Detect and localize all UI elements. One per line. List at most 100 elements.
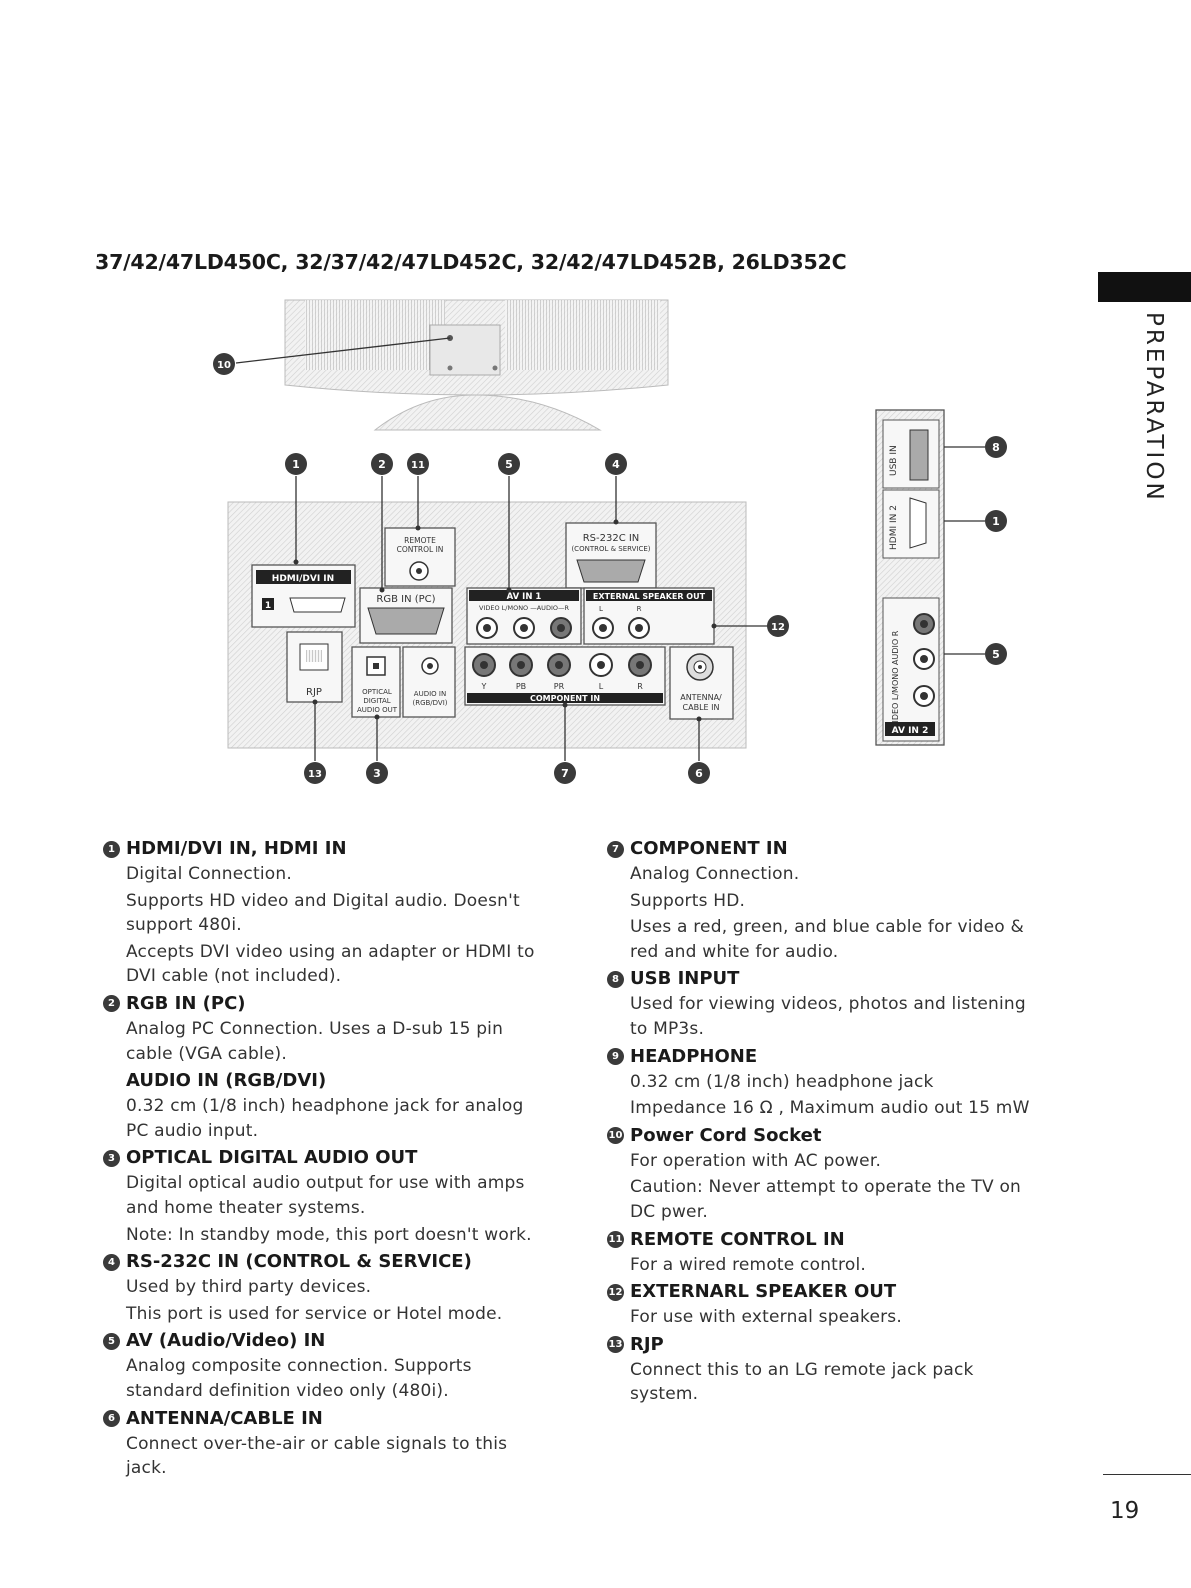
callout-7: 7 (554, 762, 576, 784)
legend-item-av-in: 5 AV (Audio/Video) IN Analog composite co… (103, 1328, 543, 1403)
svg-text:CABLE IN: CABLE IN (683, 703, 720, 712)
callout-10: 10 (213, 353, 235, 375)
antenna-cable-in-port: ANTENNA/ CABLE IN (669, 646, 734, 720)
item-number-badge: 2 (103, 995, 120, 1013)
section-tab-bar (1098, 272, 1191, 302)
audio-in-rgb-dvi-port: AUDIO IN (RGB/DVI) (402, 646, 456, 718)
connection-diagram: 10 HDMI/DVI IN 1 REMOTE CONTROL IN RS-23… (213, 299, 1007, 784)
item-text: For use with external speakers. (630, 1307, 902, 1328)
item-number-badge: 5 (103, 1332, 120, 1350)
svg-text:EXTERNAL SPEAKER OUT: EXTERNAL SPEAKER OUT (593, 592, 706, 601)
svg-text:4: 4 (612, 458, 620, 471)
item-number-badge: 13 (607, 1336, 624, 1354)
svg-text:R: R (637, 605, 642, 613)
callout-3: 3 (366, 762, 388, 784)
svg-text:HDMI/DVI IN: HDMI/DVI IN (272, 574, 334, 584)
svg-text:RS-232C IN: RS-232C IN (583, 533, 640, 544)
svg-text:OPTICAL: OPTICAL (362, 688, 392, 696)
svg-text:L: L (599, 682, 604, 691)
item-text: 0.32 cm (1/8 inch) headphone jack for an… (126, 1096, 524, 1141)
item-title: Power Cord Socket (630, 1124, 822, 1146)
svg-text:2: 2 (378, 458, 386, 471)
svg-text:HDMI IN 2: HDMI IN 2 (889, 505, 899, 550)
item-title: RJP (630, 1333, 664, 1355)
svg-text:3: 3 (373, 767, 381, 780)
item-number-badge: 1 (103, 840, 120, 858)
svg-text:RGB IN (PC): RGB IN (PC) (376, 594, 435, 605)
external-speaker-out-ports: EXTERNAL SPEAKER OUT L R (583, 587, 715, 645)
model-title: 37/42/47LD450C, 32/37/42/47LD452C, 32/42… (95, 250, 847, 274)
remote-control-in-port: REMOTE CONTROL IN (384, 527, 456, 587)
item-number-badge: 8 (607, 970, 624, 988)
item-text: Note: In standby mode, this port doesn't… (126, 1224, 532, 1245)
tv-back-view (235, 299, 669, 431)
component-in-ports: Y PB PR L R COMPONENT IN (464, 646, 666, 706)
section-label: PREPARATION (1141, 312, 1167, 503)
svg-text:COMPONENT IN: COMPONENT IN (530, 694, 600, 703)
svg-text:6: 6 (695, 767, 703, 780)
svg-text:PR: PR (554, 682, 565, 691)
item-text: Analog Connection. (630, 864, 800, 884)
svg-text:13: 13 (308, 769, 322, 780)
item-text: This port is used for service or Hotel m… (126, 1303, 503, 1324)
svg-text:8: 8 (992, 441, 1000, 454)
item-number-badge: 7 (607, 840, 624, 858)
callout-12: 12 (767, 615, 789, 637)
legend-left-column: 1 HDMI/DVI IN, HDMI IN Digital Connection… (103, 836, 543, 1483)
svg-text:(RGB/DVI): (RGB/DVI) (412, 699, 447, 707)
item-text: Analog PC Connection. Uses a D-sub 15 pi… (126, 1018, 504, 1064)
item-title: COMPONENT IN (630, 838, 788, 859)
svg-text:AUDIO OUT: AUDIO OUT (357, 706, 398, 714)
item-text: Uses a red, green, and blue cable for vi… (630, 917, 1024, 962)
svg-text:PB: PB (516, 682, 526, 691)
item-text: 0.32 cm (1/8 inch) headphone jack (630, 1071, 934, 1092)
svg-text:ANTENNA/: ANTENNA/ (680, 693, 722, 702)
item-text: Caution: Never attempt to operate the TV… (630, 1177, 1022, 1222)
item-text: For a wired remote control. (630, 1254, 866, 1275)
item-title: ANTENNA/CABLE IN (126, 1407, 323, 1429)
item-title: HDMI/DVI IN, HDMI IN (126, 838, 347, 859)
callout-5-side: 5 (985, 643, 1007, 665)
item-text: Analog composite connection. Supports st… (126, 1356, 472, 1401)
callout-2: 2 (371, 453, 393, 475)
svg-text:(CONTROL & SERVICE): (CONTROL & SERVICE) (571, 545, 650, 553)
rear-panel-illustration: 10 HDMI/DVI IN 1 REMOTE CONTROL IN RS-23… (213, 299, 1007, 784)
svg-text:1: 1 (265, 601, 271, 611)
item-text: Impedance 16 Ω , Maximum audio out 15 mW (630, 1098, 1030, 1119)
item-subtitle: AUDIO IN (RGB/DVI) (126, 1070, 327, 1092)
svg-text:REMOTE: REMOTE (404, 536, 436, 545)
svg-text:R: R (637, 682, 643, 691)
item-text: Digital optical audio output for use wit… (126, 1173, 525, 1218)
item-text: Connect over-the-air or cable signals to… (126, 1433, 508, 1479)
rear-jack-panel (227, 501, 747, 749)
item-text: Used for viewing videos, photos and list… (630, 994, 1026, 1039)
svg-text:Y: Y (481, 682, 487, 691)
svg-text:CONTROL IN: CONTROL IN (397, 545, 444, 554)
page-number: 19 (1110, 1498, 1140, 1524)
item-title: AV (Audio/Video) IN (126, 1330, 326, 1352)
item-number-badge: 9 (607, 1048, 624, 1066)
callout-5: 5 (498, 453, 520, 475)
item-text: Used by third party devices. (126, 1277, 372, 1298)
legend-item-hdmi: 1 HDMI/DVI IN, HDMI IN Digital Connection… (103, 836, 543, 989)
rjp-port: RJP (286, 631, 343, 703)
item-title: OPTICAL DIGITAL AUDIO OUT (126, 1147, 418, 1169)
item-text: Digital Connection. (126, 864, 292, 884)
item-title: REMOTE CONTROL IN (630, 1228, 845, 1250)
item-number-badge: 3 (103, 1149, 120, 1167)
page-number-rule (1103, 1474, 1191, 1475)
svg-text:L: L (599, 605, 603, 613)
svg-text:DIGITAL: DIGITAL (363, 697, 390, 705)
optical-digital-audio-out-port: OPTICAL DIGITAL AUDIO OUT (351, 646, 401, 718)
item-title: RS-232C IN (CONTROL & SERVICE) (126, 1251, 472, 1273)
svg-text:RJP: RJP (306, 687, 322, 698)
